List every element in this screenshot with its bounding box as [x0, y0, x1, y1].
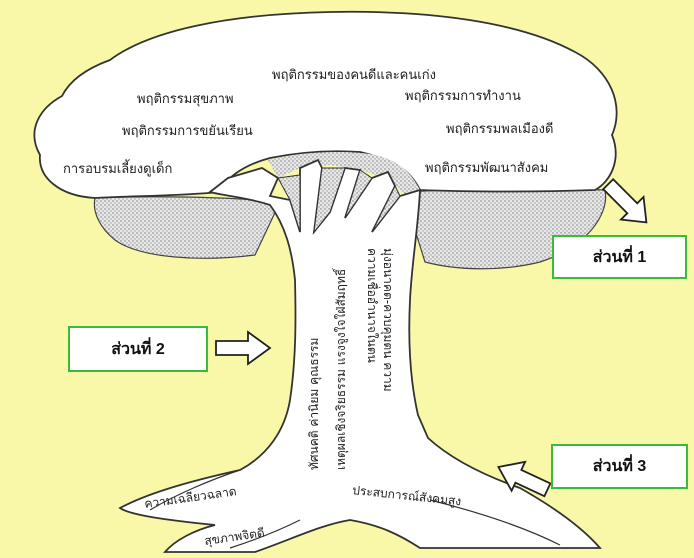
- trunk: [118, 158, 602, 553]
- canopy-label-citizen: พฤติกรรมพลเมืองดี: [446, 121, 553, 137]
- canopy-label-good-smart: พฤติกรรมของคนดีและคนเก่ง: [272, 67, 436, 83]
- part1-label: ส่วนที่ 1: [592, 248, 647, 266]
- trunk-line-4: มุ่งอนาคต-ควบคุมตน ความ: [380, 248, 395, 392]
- trunk-line-3: ความเชื่ออำนาจในตน: [365, 248, 381, 363]
- canopy-label-social-dev: พฤติกรรมพัฒนาสังคม: [425, 161, 548, 176]
- canopy-shadow-left: [93, 196, 281, 259]
- branch-gap-4: [371, 184, 401, 233]
- part1-box: ส่วนที่ 1: [552, 235, 687, 279]
- part2-label: ส่วนที่ 2: [111, 340, 165, 358]
- canopy-label-health: พฤติกรรมสุขภาพ: [137, 92, 234, 107]
- arrow-part1: [601, 177, 648, 224]
- root-line-right: [429, 499, 561, 546]
- part2-box: ส่วนที่ 2: [68, 326, 208, 372]
- branch-gap-1: [277, 174, 301, 233]
- trunk-line-2: เหตุผลเชิงจริยธรรม แรงจูงใจใฝ่สัมฤทธิ์: [332, 267, 349, 470]
- part3-box: ส่วนที่ 3: [551, 444, 688, 489]
- root-line-bottom: [229, 519, 301, 549]
- root-line-left: [149, 469, 241, 511]
- arrow-part3: [497, 460, 552, 498]
- canopy-inner-shade: [268, 152, 420, 195]
- branch-gap-2: [313, 167, 346, 234]
- part3-label: ส่วนที่ 3: [592, 458, 647, 475]
- trunk-line-1: ทัศนคติ ค่านิยม คุณธรรม: [307, 338, 322, 470]
- arrow-part2: [215, 330, 272, 366]
- canopy-label-study: พฤติกรรมการขยันเรียน: [122, 123, 253, 139]
- canopy-label-childcare: การอบรมเลี้ยงดูเด็ก: [63, 159, 172, 177]
- branch-gap-3: [344, 169, 373, 219]
- canopy-label-work: พฤติกรรมการทำงาน: [405, 89, 521, 104]
